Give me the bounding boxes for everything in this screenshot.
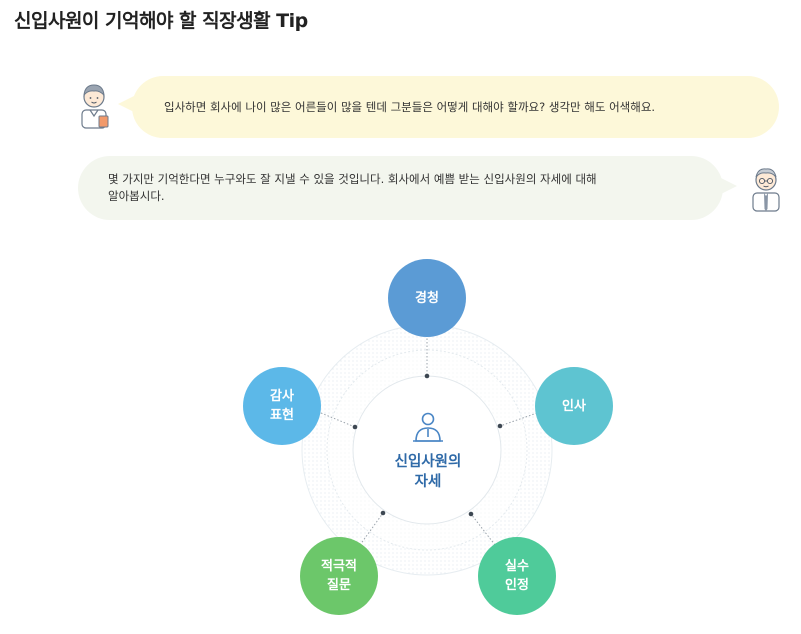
node-active-question: 적극적 질문 [300, 537, 378, 615]
center-label: 신입사원의 자세 [378, 452, 478, 492]
answer-text-line1: 몇 가지만 기억한다면 누구와도 잘 지낼 수 있을 것입니다. 회사에서 예쁨… [108, 172, 597, 186]
node-listen: 경청 [388, 259, 466, 337]
page-title: 신입사원이 기억해야 할 직장생활 Tip [14, 10, 308, 32]
node-question-label-line1: 적극적 [321, 559, 357, 574]
connector-lines [320, 335, 538, 546]
node-express-thanks: 감사 표현 [243, 367, 321, 445]
inner-circle [352, 375, 502, 525]
connector-dots [352, 373, 503, 517]
senior-employee-avatar [746, 163, 786, 213]
node-greet-label-line1: 인사 [562, 398, 586, 414]
node-listen-label-line1: 경청 [415, 290, 439, 306]
node-admit-label-line1: 실수 [505, 559, 529, 574]
node-question-label-line2: 질문 [327, 578, 351, 593]
person-icon [413, 412, 443, 442]
center-label-line1: 신입사원의 [394, 454, 462, 470]
node-greet: 인사 [535, 367, 613, 445]
answer-bubble: 몇 가지만 기억한다면 누구와도 잘 지낼 수 있을 것입니다. 회사에서 예쁨… [78, 156, 737, 220]
node-thanks-label-line1: 감사 [270, 389, 294, 404]
node-thanks-label-line2: 표현 [270, 408, 294, 423]
question-text: 입사하면 회사에 나이 많은 어른들이 많을 텐데 그분들은 어떻게 대해야 할… [164, 99, 656, 114]
node-admit-mistake: 실수 인정 [478, 537, 556, 615]
center-label-line2: 자세 [414, 474, 442, 490]
answer-text-line2: 알아봅시다. [108, 189, 165, 203]
young-employee-avatar [74, 80, 114, 130]
question-bubble: 입사하면 회사에 나이 많은 어른들이 많을 텐데 그분들은 어떻게 대해야 할… [118, 76, 779, 138]
node-admit-label-line2: 인정 [505, 578, 529, 593]
